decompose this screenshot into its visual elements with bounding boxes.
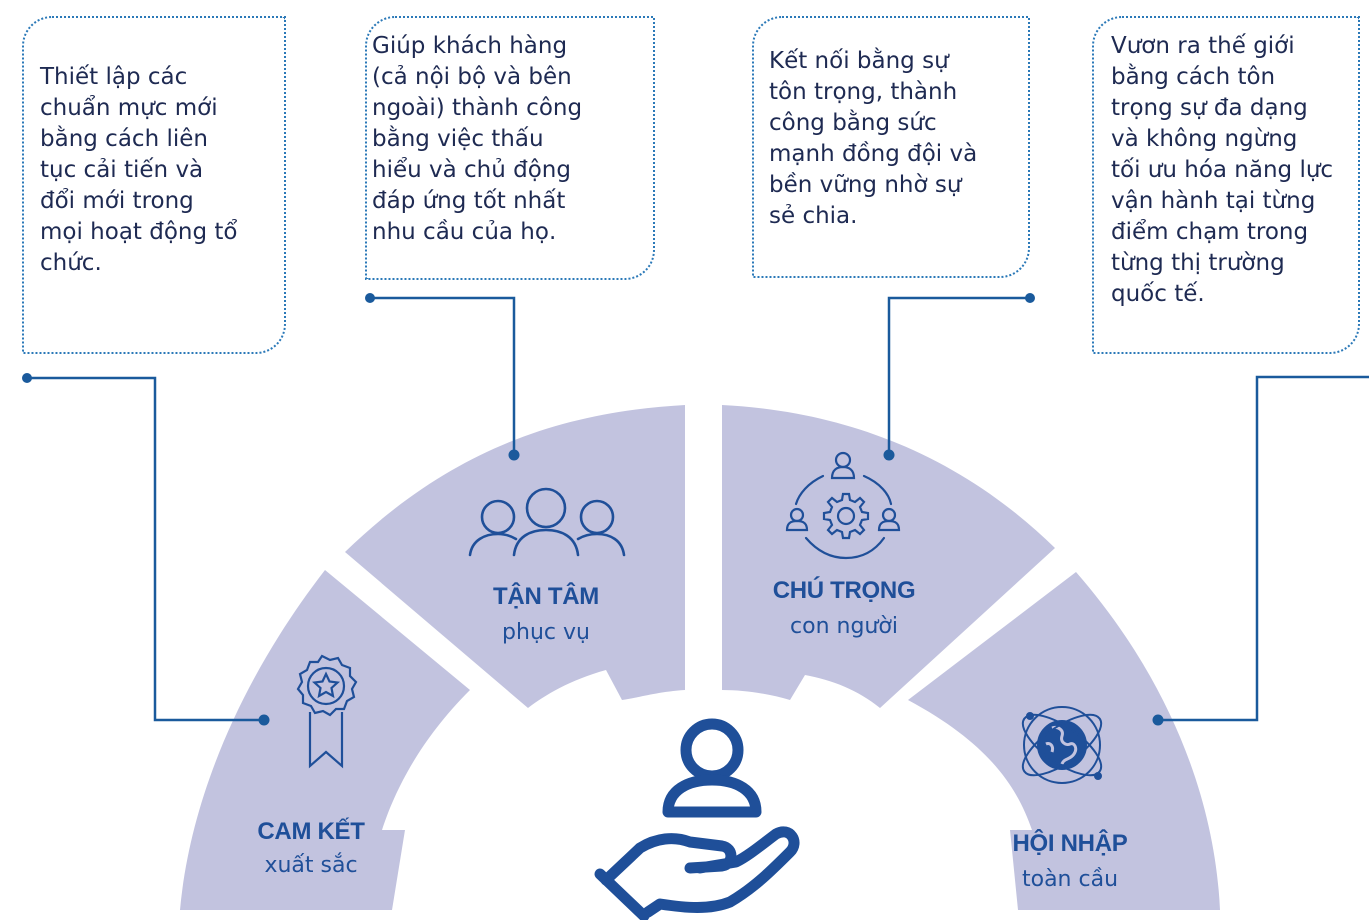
segment-title-chu-trong: CHÚ TRỌNG xyxy=(772,577,916,604)
description-text-chu-trong: Kết nối bằng sự tôn trọng, thành công bằ… xyxy=(769,48,978,229)
segment-title-cam-ket: CAM KẾT xyxy=(257,818,365,845)
connector-dot xyxy=(883,449,895,461)
connector-dot xyxy=(365,293,375,303)
gear-people-icon xyxy=(785,451,901,560)
description-box-tan-tam xyxy=(365,16,655,280)
description-box-cam-ket xyxy=(22,16,286,354)
segment-tan-tam xyxy=(345,405,685,708)
segment-title-tan-tam: TẬN TÂM xyxy=(493,583,599,610)
segment-subtitle-cam-ket: xuất sắc xyxy=(264,853,358,878)
segment-subtitle-hoi-nhap: toàn cầu xyxy=(1021,867,1119,892)
segment-chu-trong xyxy=(722,405,1055,708)
connector-tan-tam xyxy=(370,296,516,455)
segment-subtitle-chu-trong: con người xyxy=(790,614,898,639)
globe-orbit-icon xyxy=(1021,706,1103,784)
hand-person-icon xyxy=(594,718,800,920)
description-text-tan-tam: Giúp khách hàng (cả nội bộ và bên ngoài)… xyxy=(372,33,583,245)
connector-dot xyxy=(508,449,520,461)
segment-cam-ket xyxy=(180,570,470,910)
segment-subtitle-tan-tam: phục vụ xyxy=(502,620,590,645)
description-box-hoi-nhap xyxy=(1092,16,1360,354)
connector-dot xyxy=(1025,293,1035,303)
description-text-cam-ket: Thiết lập các chuẩn mực mới bằng cách li… xyxy=(40,64,238,276)
segment-title-hoi-nhap: HỘI NHẬP xyxy=(1012,830,1128,857)
connector-dot xyxy=(22,373,32,383)
description-box-chu-trong xyxy=(752,16,1030,278)
description-text-hoi-nhap: Vươn ra thế giới bằng cách tôn trọng sự … xyxy=(1111,33,1334,307)
connector-chu-trong xyxy=(887,296,1030,455)
award-ribbon-icon xyxy=(296,654,358,769)
connector-hoi-nhap xyxy=(1158,375,1369,722)
connector-cam-ket xyxy=(27,376,264,722)
connector-dot xyxy=(1152,714,1164,726)
connector-dot xyxy=(258,714,270,726)
people-group-icon xyxy=(468,487,626,557)
